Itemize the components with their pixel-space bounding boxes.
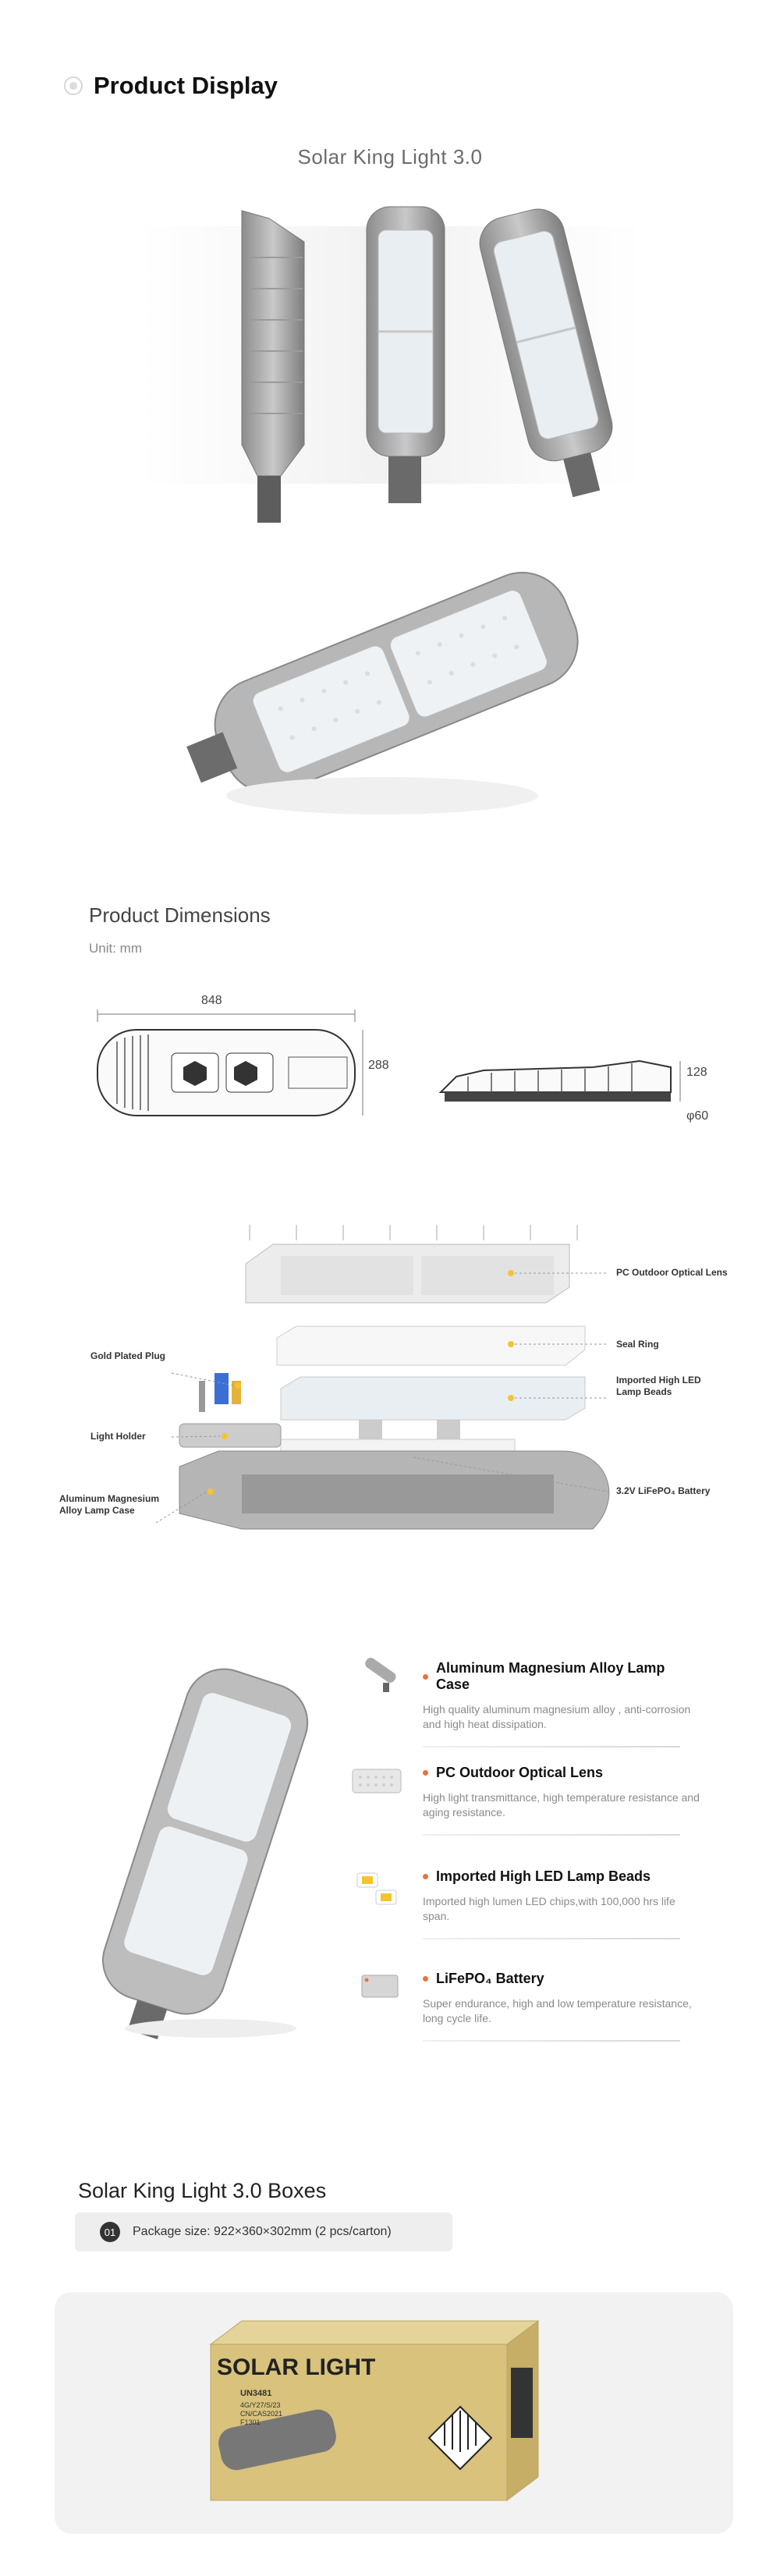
feature-battery: LiFePO₄ Battery Super endurance, high an… [351,1971,702,2042]
feature-divider [423,1938,680,1939]
dimension-side-view-drawing [438,1059,681,1102]
boxes-title: Solar King Light 3.0 Boxes [78,2179,327,2202]
lamp-side-view [241,210,305,523]
plug-holder-parts [179,1373,282,1448]
feature-title: Aluminum Magnesium Alloy Lamp Case [436,1660,665,1692]
callout-seal-ring: Seal Ring [616,1339,659,1350]
seal-ring-layer [276,1325,586,1366]
accent-dot-icon [423,1976,428,1982]
section-header: Product Display [64,72,278,100]
product-name: Solar King Light 3.0 [297,145,483,169]
feature-optical-lens: PC Outdoor Optical Lens High light trans… [351,1765,702,1836]
callout-led-beads: Imported High LED Lamp Beads [616,1375,701,1397]
feature-desc: Imported high lumen LED chips,with 100,0… [423,1895,675,1922]
shipping-box-image [209,2320,540,2501]
box-code-line: F1301 [240,2418,261,2426]
lamp-case-icon [365,1658,396,1692]
lamp-angled-large-image [186,572,579,814]
dimension-pole-label: φ60 [686,1109,709,1123]
package-size-text: Package size: 922×360×302mm (2 pcs/carto… [133,2225,392,2238]
feature-lamp-case: Aluminum Magnesium Alloy Lamp Case High … [351,1660,702,1747]
lamp-three-views-image [140,206,640,523]
feature-title: PC Outdoor Optical Lens [436,1765,604,1780]
box-code-line: 4G/Y27/S/23 [240,2401,281,2409]
feature-divider [423,1834,680,1836]
optical-lens-layer [245,1244,570,1304]
feature-title: Imported High LED Lamp Beads [436,1868,651,1884]
accent-dot-icon [423,1673,428,1680]
feature-title: LiFePO₄ Battery [436,1971,544,1986]
package-number-badge: 01 [100,2222,120,2242]
optical-lens-icon [352,1769,402,1794]
screws [249,1225,578,1240]
feature-divider [423,1746,680,1747]
led-bead-icon [356,1872,397,1905]
section-title: Product Display [94,72,278,99]
feature-desc: High light transmittance, high temperatu… [423,1791,700,1818]
dimensions-unit: Unit: mm [89,941,142,956]
box-code-line: CN/CAS2021 [240,2410,283,2418]
lamp-feature-image [102,1668,309,2039]
callout-battery: 3.2V LiFePO₄ Battery [616,1485,711,1496]
exploded-view-diagram [155,1225,610,1530]
dimensions-title: Product Dimensions [89,903,271,927]
package-size-pill: 01 Package size: 922×360×302mm (2 pcs/ca… [75,2212,452,2251]
dimension-length-label: 848 [201,994,222,1007]
battery-icon [361,1975,399,1998]
callout-optical-lens: PC Outdoor Optical Lens [616,1267,728,1278]
box-un-code: UN3481 [240,2389,272,2398]
ring-dot-icon [64,76,83,95]
feature-led-beads: Imported High LED Lamp Beads Imported hi… [351,1868,702,1939]
callout-light-holder: Light Holder [90,1431,146,1442]
callout-lamp-case: Aluminum Magnesium Alloy Lamp Case [59,1493,160,1516]
dimension-width-label: 288 [368,1059,389,1072]
accent-dot-icon [423,1874,428,1879]
dimension-top-view-drawing [97,1009,363,1116]
accent-dot-icon [423,1770,428,1776]
feature-desc: High quality aluminum magnesium alloy , … [423,1703,691,1730]
feature-divider [423,2040,680,2042]
dimension-height-label: 128 [686,1066,707,1079]
callout-gold-plug: Gold Plated Plug [90,1350,166,1361]
feature-desc: Super endurance, high and low temperatur… [423,1997,692,2024]
box-brand-label: SOLAR LIGHT [217,2354,376,2380]
led-board-layer [280,1376,586,1421]
lamp-case-layer [179,1450,610,1530]
lamp-angle-view [479,208,613,498]
lamp-front-view [366,206,445,503]
box-code-lines: 4G/Y27/S/23 CN/CAS2021 F1301 [240,2401,282,2427]
